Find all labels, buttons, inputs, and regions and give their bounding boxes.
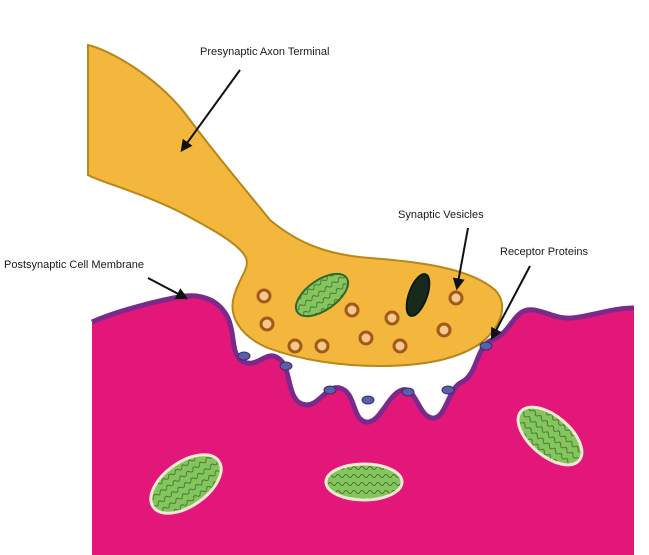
vesicle [450, 292, 462, 304]
label-axon-terminal: Presynaptic Axon Terminal [200, 46, 329, 58]
receptor-protein [324, 386, 336, 394]
vesicle [394, 340, 406, 352]
label-cell-membrane: Postsynaptic Cell Membrane [4, 259, 144, 271]
arrow-axon-terminal [182, 70, 240, 150]
vesicle [386, 312, 398, 324]
vesicle [346, 304, 358, 316]
vesicle [316, 340, 328, 352]
arrow-cell-membrane [148, 278, 186, 298]
receptor-protein [480, 342, 492, 350]
receptor-protein [238, 352, 250, 360]
vesicle [289, 340, 301, 352]
receptor-protein [442, 386, 454, 394]
receptor-protein [362, 396, 374, 404]
receptor-protein [280, 362, 292, 370]
mitochondrion [326, 464, 402, 500]
receptor-protein [402, 388, 414, 396]
vesicle [438, 324, 450, 336]
vesicle [261, 318, 273, 330]
vesicle [360, 332, 372, 344]
vesicle [258, 290, 270, 302]
label-synaptic-vesicles: Synaptic Vesicles [398, 209, 484, 221]
label-receptor-proteins: Receptor Proteins [500, 246, 589, 258]
